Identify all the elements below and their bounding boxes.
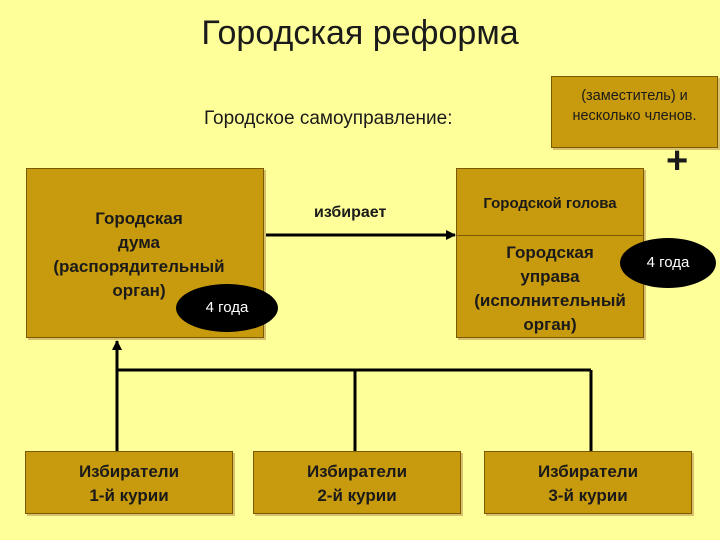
- duma-line-4: орган): [112, 281, 166, 300]
- deputy-members-note: (заместитель) и несколько членов.: [551, 76, 718, 148]
- uprava-line-2: управа: [520, 267, 580, 286]
- voters-curia-2-box: Избиратели 2-й курии: [253, 451, 461, 514]
- voter-2-line-2: 2-й курии: [317, 486, 397, 505]
- duma-line-1: Городская: [95, 209, 183, 228]
- subtitle: Городское самоуправление:: [204, 108, 453, 129]
- page-title: Городская реформа: [201, 14, 519, 52]
- voters-curia-1-box: Избиратели 1-й курии: [25, 451, 233, 514]
- voter-2-line-1: Избиратели: [306, 462, 408, 481]
- voters-curia-3-box: Избиратели 3-й курии: [484, 451, 692, 514]
- plus-sign: +: [666, 140, 689, 182]
- uprava-line-4: орган): [523, 315, 577, 334]
- uprava-line-3: (исполнительный: [474, 291, 626, 310]
- city-head-label: Городской голова: [457, 169, 643, 236]
- voter-1-line-1: Избиратели: [78, 462, 180, 481]
- voter-1-line-2: 1-й курии: [89, 486, 169, 505]
- uprava-line-1: Городская: [506, 243, 594, 262]
- duma-term-badge: 4 года: [176, 284, 278, 332]
- duma-line-2: дума: [117, 233, 161, 252]
- elects-label: избирает: [314, 204, 387, 221]
- voter-3-line-1: Избиратели: [537, 462, 639, 481]
- note-line-1: (заместитель) и: [581, 88, 688, 104]
- uprava-term-badge: 4 года: [620, 238, 716, 288]
- note-line-2: несколько членов.: [572, 108, 697, 124]
- city-head-box: Городской голова Городская управа (испол…: [456, 168, 644, 338]
- city-council-box: Городская управа (исполнительный орган): [457, 241, 643, 337]
- duma-line-3: (распорядительный: [53, 257, 225, 276]
- voter-3-line-2: 3-й курии: [548, 486, 628, 505]
